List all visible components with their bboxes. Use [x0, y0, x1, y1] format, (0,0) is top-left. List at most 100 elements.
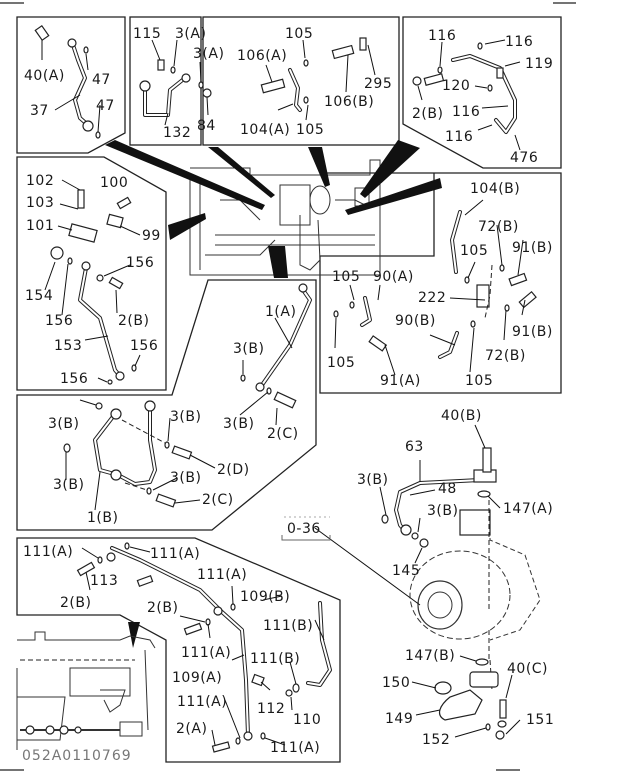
- callout-label: 40(B): [441, 408, 482, 424]
- panel-mid-left: [16, 156, 167, 391]
- callout-label: 47: [96, 98, 115, 114]
- part-pipe-153: [50, 189, 137, 385]
- callout-label: 48: [438, 481, 457, 497]
- callout-label: 156: [45, 313, 73, 329]
- callout-label: 91(A): [380, 373, 421, 389]
- callout-label: 116: [428, 28, 456, 44]
- panel-center-pipes: [16, 279, 317, 531]
- panel-top-center: [202, 16, 400, 146]
- panel-bottom-left: [16, 537, 341, 763]
- callout-label: 3(B): [48, 416, 79, 432]
- callout-label: 119: [525, 56, 553, 72]
- labels-center-pipes: 1(A) 3(B) 3(B) 2(C) 3(B) 3(B) 2(D) 3(B) …: [48, 304, 299, 526]
- reference-tag-box: [281, 516, 331, 541]
- callout-label: 1(B): [87, 510, 118, 526]
- callout-label: 72(B): [478, 219, 519, 235]
- callout-label: 2(B): [147, 600, 178, 616]
- callout-label: 1(A): [265, 304, 296, 320]
- callout-label: 3(B): [427, 503, 458, 519]
- callout-label: 100: [100, 175, 128, 191]
- part-pipes-1A-1B: [63, 283, 312, 508]
- part-pipes-90-104B: [333, 210, 537, 359]
- callout-label: 2(D): [217, 462, 250, 478]
- part-oil-pipe-37: [34, 24, 101, 139]
- callout-label: 153: [54, 338, 82, 354]
- callout-label: 109(B): [240, 589, 290, 605]
- callout-label: 149: [385, 711, 413, 727]
- callout-label: 105: [296, 122, 324, 138]
- callout-label: 72(B): [485, 348, 526, 364]
- callout-label: 47: [92, 72, 111, 88]
- callout-label: 105: [332, 269, 360, 285]
- callout-label: 2(C): [267, 426, 299, 442]
- labels-top-center: 105 106(A) 295 106(B) 104(A) 105: [237, 26, 392, 138]
- labels-mid-right: 104(B) 72(B) 105 91(B) 105 90(A) 222 90(…: [327, 181, 553, 389]
- callout-label: 113: [90, 573, 118, 589]
- callout-label: 105: [465, 373, 493, 389]
- callout-label: 91(B): [512, 324, 553, 340]
- part-pipe-476: [412, 42, 517, 134]
- reference-tag: 0-36: [287, 521, 321, 537]
- callout-label: 105: [460, 243, 488, 259]
- drawing-code: 052A0110769: [22, 748, 132, 764]
- labels-top-left: 40(A) 47 37 47: [24, 68, 115, 119]
- callout-label: 3(B): [223, 416, 254, 432]
- callout-label: 105: [327, 355, 355, 371]
- callout-label: 106(A): [237, 48, 287, 64]
- callout-label: 116: [445, 129, 473, 145]
- callout-label: 2(B): [60, 595, 91, 611]
- callout-label: 111(B): [250, 651, 300, 667]
- engine-side-view: [16, 631, 156, 750]
- callout-label: 40(C): [507, 661, 548, 677]
- engine-overview-sketch: [189, 159, 381, 276]
- callout-label: 3(B): [170, 409, 201, 425]
- callout-label: 111(A): [197, 567, 247, 583]
- callout-label: 150: [382, 675, 410, 691]
- labels-bottom-left: 111(A) 111(A) 113 111(A) 2(B) 109(B) 2(B…: [23, 544, 321, 756]
- panel-top-right: [402, 16, 562, 169]
- callout-label: 111(A): [23, 544, 73, 560]
- callout-label: 156: [60, 371, 88, 387]
- callout-label: 120: [442, 78, 470, 94]
- callout-label: 111(A): [177, 694, 227, 710]
- callout-label: 84: [197, 118, 216, 134]
- callout-label: 2(B): [118, 313, 149, 329]
- callout-label: 2(A): [176, 721, 207, 737]
- callout-label: 3(B): [170, 470, 201, 486]
- labels-top-right: 116 116 119 120 2(B) 116 116 476: [412, 28, 553, 166]
- callout-label: 40(A): [24, 68, 65, 84]
- callout-label: 115: [133, 26, 161, 42]
- callout-label: 116: [452, 104, 480, 120]
- callout-label: 147(A): [503, 501, 553, 517]
- callout-label: 3(B): [233, 341, 264, 357]
- callout-label: 3(B): [53, 477, 84, 493]
- callout-label: 132: [163, 125, 191, 141]
- callout-label: 111(B): [263, 618, 313, 634]
- labels-top-center-left: 115 3(A) 3(A) 132 84: [133, 26, 224, 141]
- callout-label: 147(B): [405, 648, 455, 664]
- callout-label: 104(A): [240, 122, 290, 138]
- callout-label: 295: [364, 76, 392, 92]
- labels-mid-left: 102 100 103 101 99 156 154 156 2(B) 153 …: [25, 173, 161, 387]
- callout-label: 222: [418, 290, 446, 306]
- callout-wedges: [105, 140, 442, 648]
- callout-label: 37: [30, 103, 49, 119]
- callout-label: 109(A): [172, 670, 222, 686]
- callout-label: 112: [257, 701, 285, 717]
- callout-label: 154: [25, 288, 53, 304]
- callout-label: 151: [526, 712, 554, 728]
- callout-label: 111(A): [270, 740, 320, 756]
- callout-label: 63: [405, 439, 424, 455]
- callout-label: 105: [285, 26, 313, 42]
- callout-label: 476: [510, 150, 538, 166]
- callout-label: 91(B): [512, 240, 553, 256]
- callout-label: 145: [392, 563, 420, 579]
- callout-label: 99: [142, 228, 161, 244]
- callout-label: 2(B): [412, 106, 443, 122]
- callout-label: 90(B): [395, 313, 436, 329]
- callout-label: 110: [293, 712, 321, 728]
- callout-label: 2(C): [202, 492, 234, 508]
- callout-label: 3(B): [357, 472, 388, 488]
- callout-label: 102: [26, 173, 54, 189]
